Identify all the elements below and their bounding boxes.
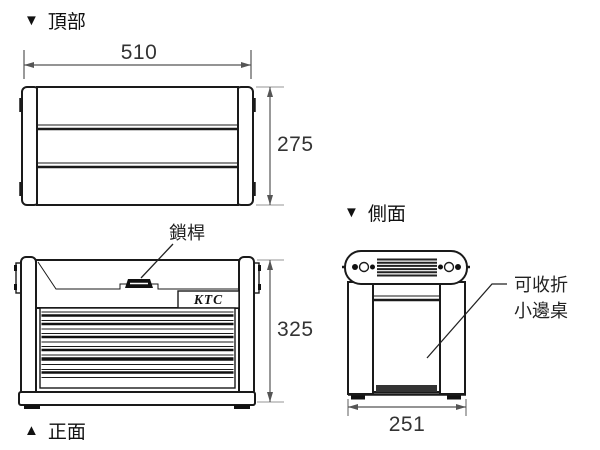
front-view-title-text: 正面 [47, 422, 86, 443]
side-view-drawing [342, 250, 470, 400]
triangle-down-icon: ▼ [344, 204, 359, 221]
folding-table-label: 可收折 小邊桌 [514, 272, 568, 324]
top-width-dimension-lines [23, 50, 252, 79]
top-view-title-text: 頂部 [47, 12, 86, 33]
front-height-dimension-lines [257, 259, 284, 403]
top-depth-dim-label: 275 [277, 133, 314, 156]
top-width-dim-label: 510 [120, 41, 158, 64]
front-height-dim-label: 325 [277, 318, 314, 341]
top-view-title: ▼ 頂部 [24, 7, 86, 34]
front-view-drawing [14, 256, 261, 409]
lock-bar-leader-line [140, 243, 174, 279]
side-width-dimension-lines [347, 399, 467, 416]
top-depth-dimension-lines [256, 86, 284, 206]
folding-table-label-line1: 可收折 [514, 275, 568, 295]
ktc-logo: KTC [193, 292, 224, 307]
side-view-title-text: 側面 [367, 204, 406, 225]
folding-table-label-line2: 小邊桌 [514, 301, 568, 321]
folding-table-panel [372, 281, 441, 393]
folding-table-leader-line [426, 283, 507, 359]
side-width-dim-label: 251 [388, 413, 426, 436]
triangle-up-icon: ▲ [24, 422, 39, 439]
side-view-title: ▼ 側面 [344, 199, 406, 226]
lock-bar-label: 鎖桿 [169, 223, 205, 243]
front-view-title: ▲ 正面 [24, 417, 86, 444]
top-view-drawing [19, 86, 256, 206]
cap-grille [377, 258, 437, 277]
triangle-down-icon: ▼ [24, 12, 39, 29]
